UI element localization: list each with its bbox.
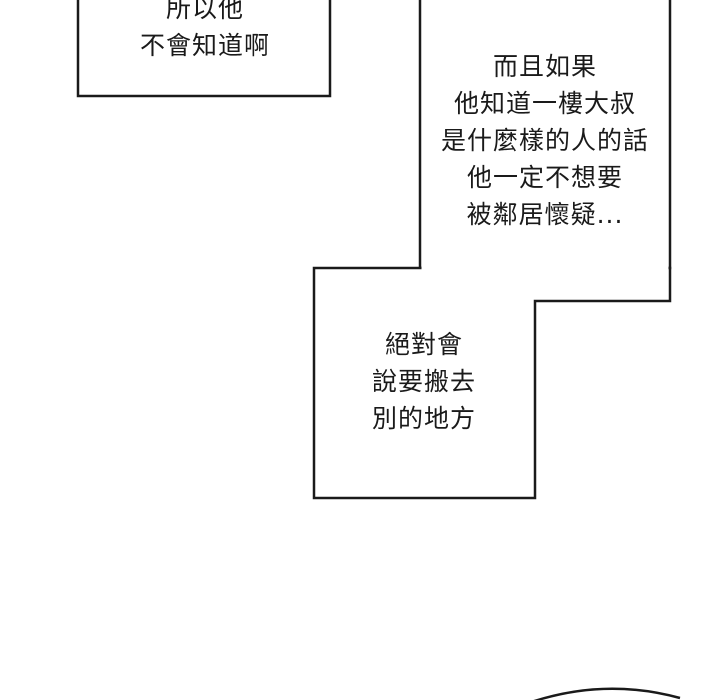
caption-2-line: 被鄰居懷疑... <box>466 200 624 229</box>
caption-3-line: 絕對會 <box>384 330 463 359</box>
caption-box-3 <box>312 266 672 500</box>
caption-text-2: 而且如果 他知道一樓大叔 是什麼樣的人的話 他一定不想要 被鄰居懷疑... <box>420 48 670 233</box>
caption-2-line: 而且如果 <box>492 52 597 81</box>
caption-2-line: 他知道一樓大叔 <box>453 89 636 118</box>
caption-1-line: 不會知道啊 <box>139 31 270 60</box>
caption-box-1 <box>76 0 332 98</box>
caption-3-line: 別的地方 <box>371 404 476 433</box>
caption-3-line: 說要搬去 <box>371 367 476 396</box>
caption-1-line: 所以他 <box>165 0 244 23</box>
caption-text-1: 所以他 不會知道啊 <box>80 0 330 64</box>
caption-text-3: 絕對會 說要搬去 別的地方 <box>316 326 532 437</box>
caption-2-line: 他一定不想要 <box>466 163 623 192</box>
caption-2-line: 是什麼樣的人的話 <box>440 126 649 155</box>
speech-bubble-edge <box>533 687 681 700</box>
caption-box-joint <box>421 266 669 270</box>
